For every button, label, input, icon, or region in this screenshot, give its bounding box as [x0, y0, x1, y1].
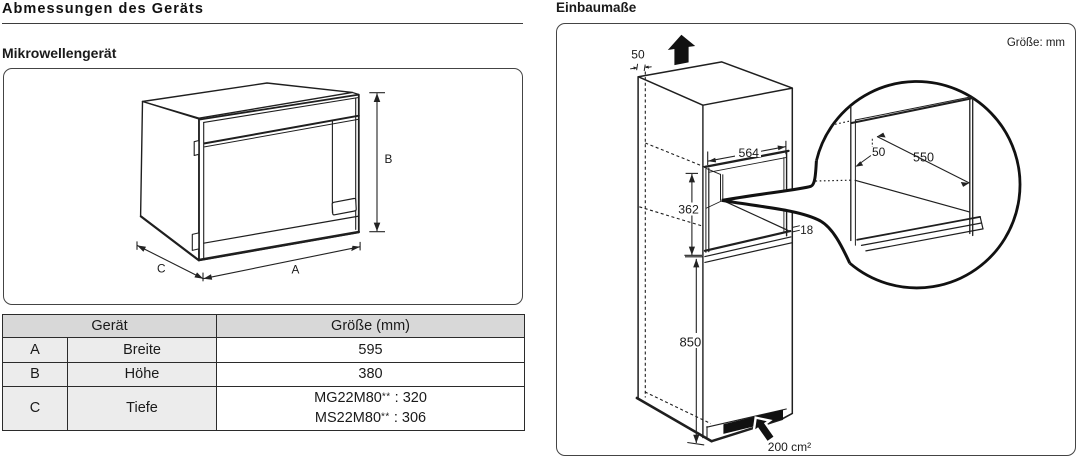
svg-text:564: 564 [739, 146, 760, 160]
svg-text:362: 362 [678, 203, 699, 217]
svg-text:50: 50 [631, 48, 645, 62]
svg-text:C: C [157, 262, 166, 276]
svg-text:50: 50 [872, 145, 886, 159]
svg-text:18: 18 [800, 225, 813, 237]
svg-text:B: B [385, 152, 393, 166]
svg-text:850: 850 [680, 335, 702, 350]
svg-text:550: 550 [913, 150, 934, 164]
svg-text:A: A [292, 263, 300, 277]
svg-text:200 cm²: 200 cm² [768, 440, 811, 454]
